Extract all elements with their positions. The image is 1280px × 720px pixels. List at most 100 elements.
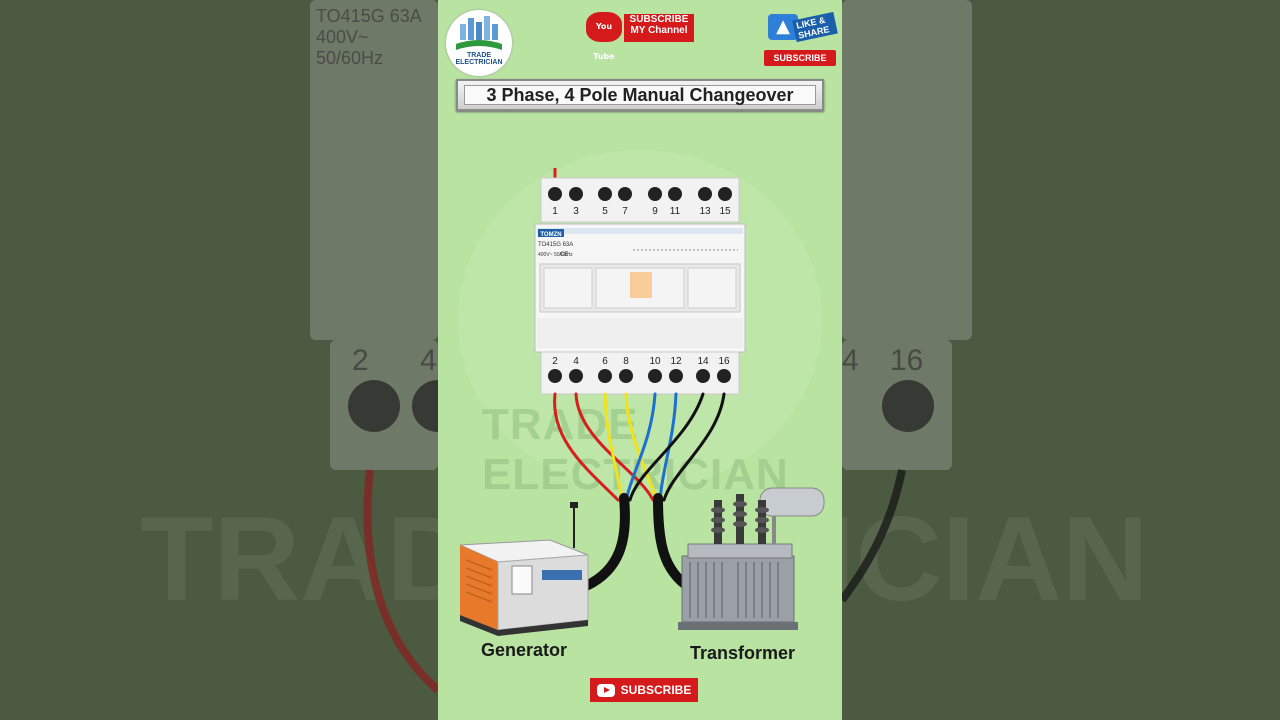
logo-text: TRADE ELECTRICIAN xyxy=(455,52,503,66)
wire-blue-tx xyxy=(658,392,678,502)
city-book-icon xyxy=(456,16,502,50)
ghost-screw xyxy=(348,380,400,432)
subscribe-label: SUBSCRIBE MY Channel xyxy=(624,14,694,42)
transformer-fins xyxy=(689,562,779,618)
rating-text: 400V~ 50/60Hz xyxy=(538,252,573,258)
pole-cover xyxy=(687,267,737,309)
model-text: TO415G 63A xyxy=(538,242,573,248)
screw xyxy=(717,369,731,383)
wire-yellow-gen xyxy=(603,392,624,502)
ghost-number: 2 xyxy=(352,344,369,377)
bottom-terminal-labels: 2 4 6 8 10 12 14 16 xyxy=(552,356,730,367)
wire-red-tx xyxy=(574,392,655,502)
terminal-label: 14 xyxy=(697,356,709,367)
screw xyxy=(618,187,632,201)
ghost-rating: TO415G 63A 400V~ 50/60Hz xyxy=(316,6,436,69)
ghost-watermark: TRAD xyxy=(140,492,438,626)
youtube-icon: You Tube xyxy=(586,12,622,61)
generator-panel xyxy=(511,565,533,595)
terminal-label: 10 xyxy=(649,356,661,367)
wire-black-gen xyxy=(628,392,705,502)
terminal-label: 4 xyxy=(573,356,579,367)
screw xyxy=(598,187,612,201)
ghost-switch-body xyxy=(310,0,438,340)
like-share-badge[interactable]: ▲ LIKE & SHARE SUBSCRIBE xyxy=(764,11,838,70)
generator-side xyxy=(460,545,498,630)
terminal-label: 12 xyxy=(670,356,682,367)
generator-label: Generator xyxy=(481,640,568,660)
terminal-label: 6 xyxy=(602,356,608,367)
ghost-model-text: TO415G 63A xyxy=(316,6,422,26)
generator-base xyxy=(460,615,588,636)
transformer-lid xyxy=(687,543,793,559)
channel-logo[interactable]: TRADE ELECTRICIAN xyxy=(446,10,512,76)
screw xyxy=(696,369,710,383)
ghost-rating-text: 400V~ 50/60Hz xyxy=(316,27,384,68)
transformer-base xyxy=(678,622,798,630)
terminal-label: 13 xyxy=(699,206,711,217)
switch-lower-body xyxy=(537,318,743,348)
top-terminal-labels: 1 3 5 7 9 11 13 15 xyxy=(552,206,731,217)
generator-image xyxy=(459,502,589,636)
youtube-subscribe-badge[interactable]: You Tube SUBSCRIBE MY Channel xyxy=(586,12,696,61)
background-right: 4 16 ICIAN xyxy=(842,0,1280,720)
page-title: 3 Phase, 4 Pole Manual Changeover xyxy=(486,84,794,105)
screw xyxy=(548,187,562,201)
phase-wires xyxy=(553,392,726,502)
wire-black-tx xyxy=(662,392,726,502)
ghost-number: 4 xyxy=(420,344,437,377)
wire-red-gen xyxy=(553,392,620,502)
terminal-label: 8 xyxy=(623,356,629,367)
brand-text: TOMZN xyxy=(540,232,561,238)
youtube-play-icon xyxy=(596,683,615,697)
wiring-diagram: 1 3 5 7 9 11 13 15 TOMZN TO415G 63A 400V… xyxy=(459,168,825,636)
subscribe-line2: MY Channel xyxy=(630,25,688,36)
screw xyxy=(698,187,712,201)
screw xyxy=(569,369,583,383)
subscribe-button[interactable]: SUBSCRIBE xyxy=(590,678,698,702)
wire-yellow-tx xyxy=(624,392,658,502)
screw xyxy=(718,187,732,201)
terminal-label: 5 xyxy=(602,206,608,217)
terminal-label: 15 xyxy=(719,206,731,217)
transformer-label: Transformer xyxy=(690,643,796,663)
terminal-label: 3 xyxy=(573,206,579,217)
generator-cable xyxy=(581,493,630,591)
selector-handle[interactable] xyxy=(630,272,652,298)
title-inner-frame xyxy=(464,85,816,105)
ghost-wires xyxy=(842,469,906,603)
terminal-label: 16 xyxy=(718,356,730,367)
terminal-label: 2 xyxy=(552,356,558,367)
terminal-label: 7 xyxy=(622,206,628,217)
like-subscribe-button[interactable]: SUBSCRIBE xyxy=(764,50,836,66)
ghost-wires xyxy=(363,469,438,694)
screw xyxy=(569,187,583,201)
brand-plate xyxy=(538,229,564,237)
screw xyxy=(598,369,612,383)
screw xyxy=(548,369,562,383)
subscribe-button-label: SUBSCRIBE xyxy=(620,683,692,697)
diagram-panel: TRADE ELECTRICIAN TRADE ELECTRICIAN You … xyxy=(438,0,842,720)
bushing-rings xyxy=(711,501,769,533)
screw xyxy=(669,369,683,383)
terminal-label: 9 xyxy=(652,206,658,217)
screw xyxy=(648,369,662,383)
ce-mark: CE xyxy=(560,252,568,258)
switch-top-strip xyxy=(537,228,743,234)
ghost-screw xyxy=(882,380,934,432)
screw xyxy=(619,369,633,383)
subscribe-line1: SUBSCRIBE xyxy=(629,14,689,25)
ghost-number: 4 xyxy=(842,344,859,377)
ghost-switch-body xyxy=(842,0,972,340)
screw xyxy=(668,187,682,201)
screw xyxy=(648,187,662,201)
transformer-image xyxy=(678,487,825,630)
terminal-label: 11 xyxy=(670,206,681,217)
generator-vents xyxy=(465,559,493,603)
top-screws xyxy=(548,187,732,201)
terminal-label: 1 xyxy=(552,206,558,217)
ghost-number: 16 xyxy=(890,344,924,377)
bottom-screws xyxy=(548,369,731,383)
wire-blue-gen xyxy=(624,392,657,502)
generator-exhaust-cap xyxy=(570,502,578,508)
